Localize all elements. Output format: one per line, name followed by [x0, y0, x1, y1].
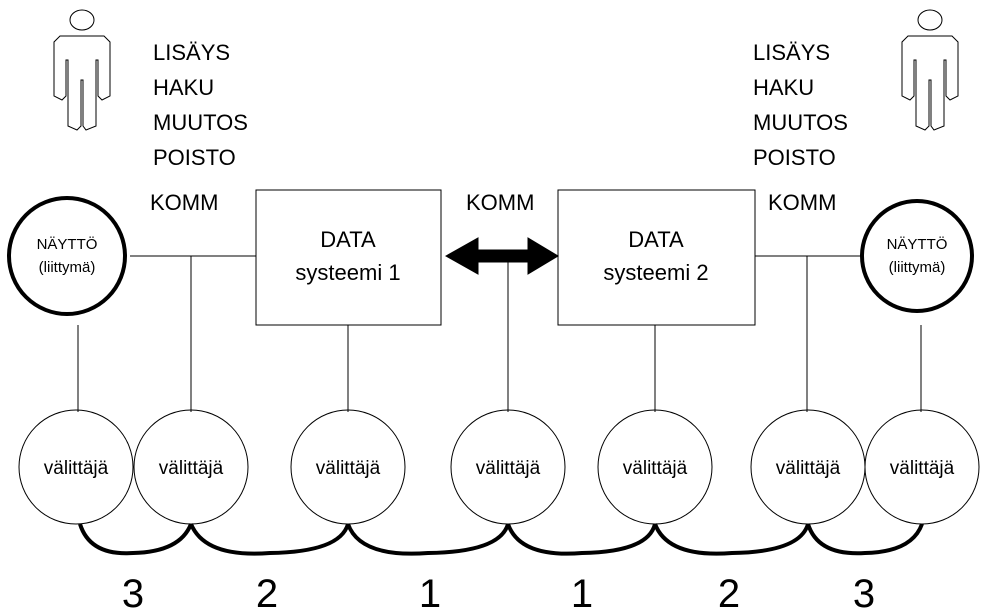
connector-lines: [77, 255, 922, 412]
double-arrow-icon: [444, 237, 559, 275]
data-system-2: DATA systeemi 2: [557, 189, 756, 326]
user-left-icon: [53, 9, 111, 131]
agent-3: välittäjä: [290, 409, 406, 525]
display-left: NÄYTTÖ (liittymä): [7, 196, 127, 316]
data-system-2-line1: DATA: [628, 227, 684, 252]
display-left-line2: (liittymä): [39, 259, 96, 276]
agent-4-label: välittäjä: [476, 458, 541, 479]
ops-left-1: LISÄYS: [153, 40, 230, 65]
data-system-1: DATA systeemi 1: [255, 189, 442, 326]
agent-6-label: välittäjä: [776, 458, 841, 479]
level-label-5: 2: [718, 572, 740, 612]
display-right-line2: (liittymä): [889, 259, 946, 276]
komm-label-center: KOMM: [466, 190, 534, 215]
user-right-icon: [901, 9, 959, 131]
agent-5-label: välittäjä: [623, 458, 688, 479]
komm-label-right: KOMM: [768, 190, 836, 215]
data-system-2-line2: systeemi 2: [603, 260, 708, 285]
agent-2-label: välittäjä: [159, 458, 224, 479]
agent-1-label: välittäjä: [44, 458, 109, 479]
data-system-1-line1: DATA: [320, 227, 376, 252]
ops-right-2: HAKU: [753, 75, 814, 100]
ops-right-1: LISÄYS: [753, 40, 830, 65]
ops-left-4: POISTO: [153, 145, 236, 170]
agent-7-label: välittäjä: [890, 458, 955, 479]
agent-2: välittäjä: [133, 409, 249, 525]
agent-5: välittäjä: [597, 409, 713, 525]
level-label-3: 1: [419, 572, 441, 612]
agent-3-label: välittäjä: [316, 458, 381, 479]
level-label-1: 3: [122, 572, 144, 612]
agent-4: välittäjä: [450, 409, 566, 525]
display-right: NÄYTTÖ (liittymä): [860, 199, 974, 313]
agent-1: välittäjä: [18, 409, 134, 525]
ops-left-2: HAKU: [153, 75, 214, 100]
display-right-line1: NÄYTTÖ: [887, 235, 948, 253]
agent-6: välittäjä: [750, 409, 866, 525]
ops-right-4: POISTO: [753, 145, 836, 170]
agent-link-arcs: [78, 523, 924, 556]
komm-label-left: KOMM: [150, 190, 218, 215]
data-system-1-line2: systeemi 1: [295, 260, 400, 285]
level-label-4: 1: [571, 572, 593, 612]
display-left-line1: NÄYTTÖ: [37, 235, 98, 253]
ops-right-3: MUUTOS: [753, 110, 848, 135]
level-label-2: 2: [256, 572, 278, 612]
level-label-6: 3: [853, 572, 875, 612]
ops-left-3: MUUTOS: [153, 110, 248, 135]
agent-7: välittäjä: [864, 409, 980, 525]
